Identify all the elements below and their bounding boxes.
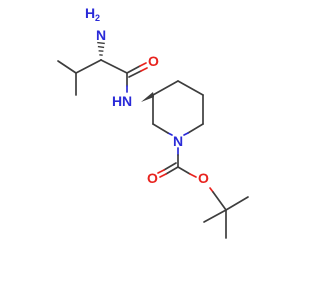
ring-bond-c4-c5 (177, 80, 204, 96)
bond-amide-co-1-o (139, 62, 147, 67)
bond-carbamate-co-1 (165, 166, 179, 175)
amine-h2-subscript: 2 (95, 13, 100, 23)
bond-isopropyl-alpha (75, 59, 102, 74)
carbonyl-oxygen-label: O (147, 170, 158, 186)
ring-bond-c3-c4 (152, 80, 179, 96)
bond-carbamate-co-1-o (159, 173, 167, 178)
bond-carbamate-ester (177, 166, 191, 175)
bond-ester-tbu (212, 191, 227, 211)
amide-nh-label: H N (112, 93, 132, 109)
bond-alpha-carbonyl (100, 59, 128, 74)
amide-h-label: H (112, 93, 122, 109)
molecule-structure: H 2 N O H N N O O (57, 5, 249, 239)
ring-bond-c6-n (187, 123, 204, 134)
stereo-wedge-ring (141, 92, 154, 102)
stereo-hash-amine (97, 41, 105, 61)
bond-amide-co-2 (128, 70, 142, 78)
amine-n-label: N (96, 27, 106, 43)
amide-oxygen-label: O (148, 53, 159, 69)
bond-amide-co-2-o (140, 67, 148, 72)
ring-bond-n-c2 (152, 123, 169, 134)
ring-nitrogen-label: N (173, 133, 183, 149)
amine-label: H 2 N (85, 5, 106, 43)
ring-bond-c6-n-n (183, 132, 189, 136)
bond-amide-co-1 (126, 65, 141, 74)
bond-tbu-methyl-right (225, 196, 249, 211)
bond-carbamate-ester-o (189, 173, 197, 178)
bond-carbamate-co-2 (163, 162, 177, 171)
bond-tbu-methyl-left (203, 209, 227, 223)
amine-h-label: H (85, 5, 95, 21)
bond-methyl-left (57, 60, 77, 74)
ester-oxygen-label: O (198, 170, 209, 186)
bond-carbamate-co-2-o (157, 169, 165, 174)
amide-n-label: N (122, 93, 132, 109)
